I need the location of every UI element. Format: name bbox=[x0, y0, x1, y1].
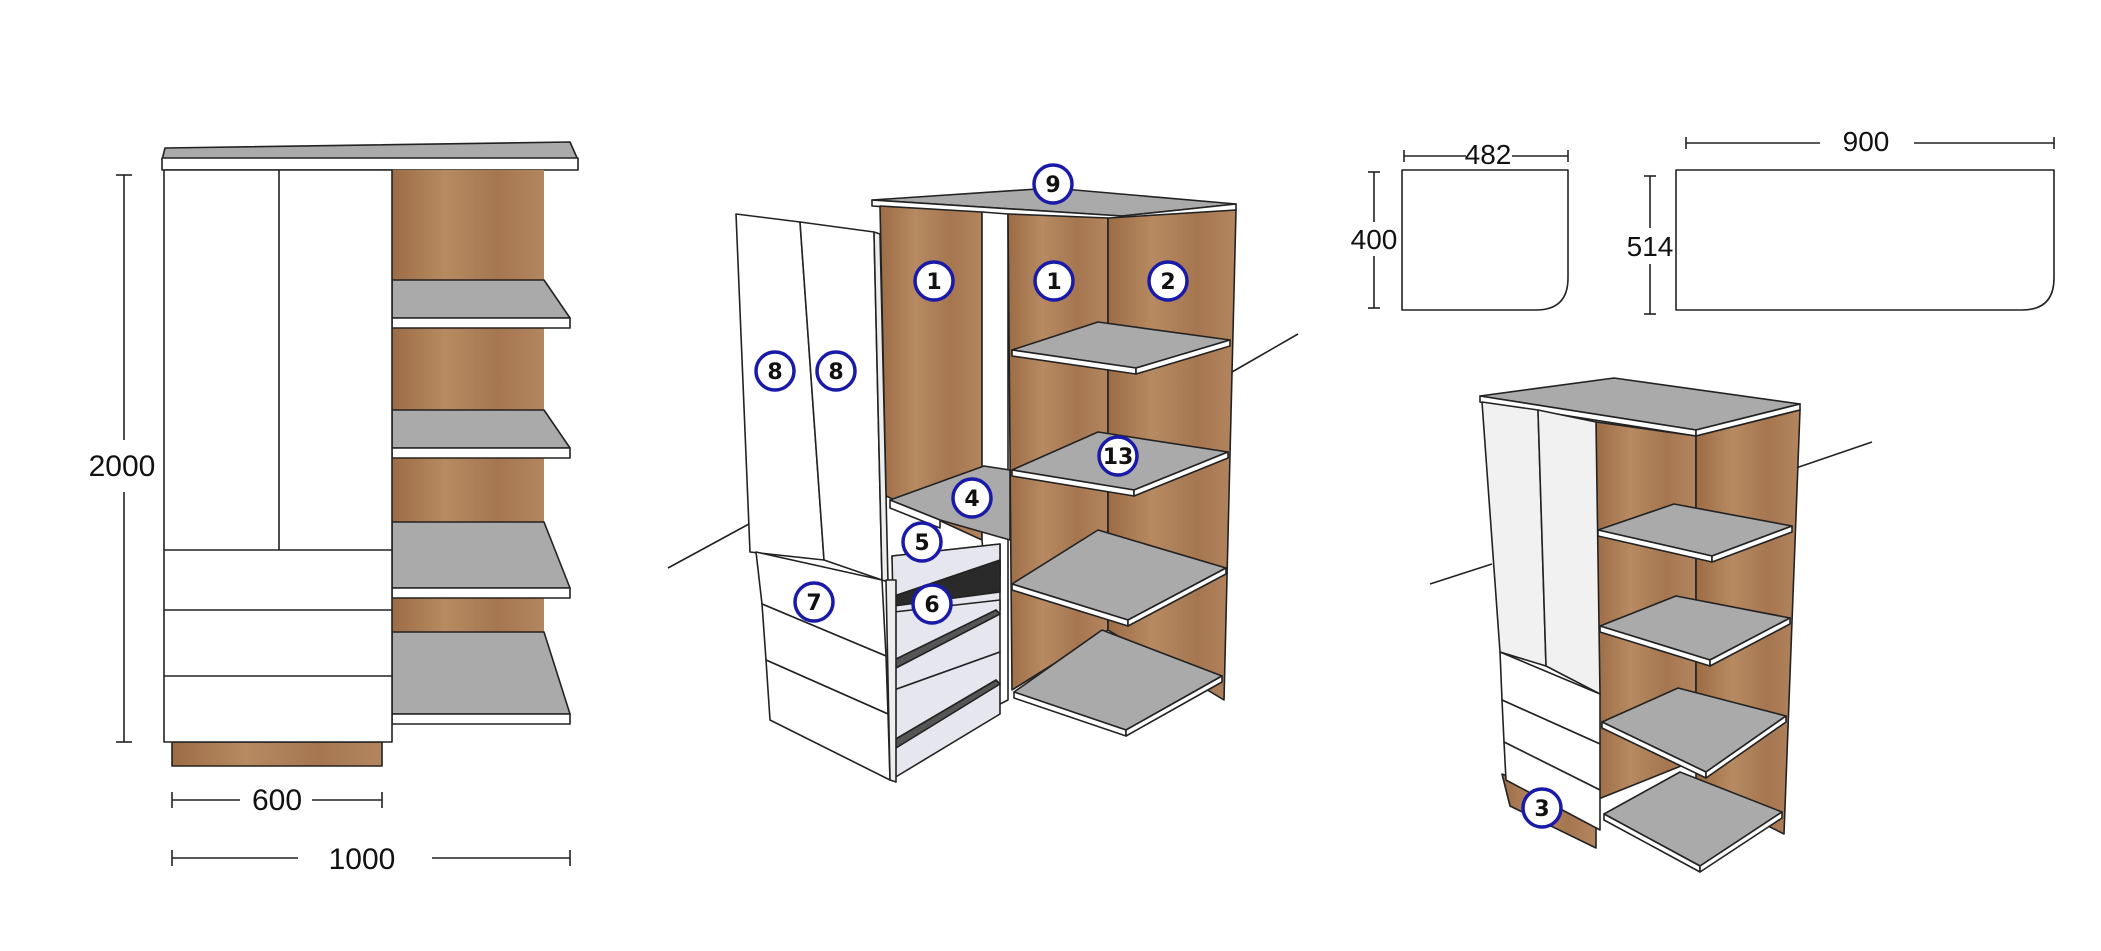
top-panel-left-depth: 400 bbox=[1351, 224, 1398, 255]
svg-text:4: 4 bbox=[964, 487, 979, 512]
part-badges: 9 1 1 2 8 8 13 4 bbox=[754, 163, 1563, 829]
badge-13: 13 bbox=[1097, 435, 1139, 477]
badge-1-left: 1 bbox=[913, 260, 955, 302]
badge-1-right: 1 bbox=[1033, 260, 1075, 302]
guide-line-left bbox=[667, 517, 761, 569]
svg-text:9: 9 bbox=[1045, 173, 1060, 198]
front-plinth bbox=[171, 741, 383, 767]
front-wardrobe-body bbox=[163, 169, 393, 743]
svg-text:6: 6 bbox=[924, 593, 939, 618]
front-view: 2000 600 1000 bbox=[89, 141, 579, 876]
assembled-view bbox=[1429, 377, 1873, 873]
top-panel-right: 900 514 bbox=[1627, 126, 2055, 315]
svg-text:7: 7 bbox=[806, 591, 821, 616]
svg-text:8: 8 bbox=[767, 360, 782, 385]
guide-line-assembled-right bbox=[1795, 441, 1873, 469]
svg-text:2: 2 bbox=[1160, 270, 1175, 295]
total-width-dimension: 1000 bbox=[171, 843, 571, 876]
top-panel-right-depth: 514 bbox=[1627, 231, 1674, 262]
center-drawer-boxes bbox=[891, 543, 1001, 779]
guide-line-assembled-left bbox=[1429, 563, 1493, 585]
front-shelves bbox=[391, 279, 571, 725]
svg-text:5: 5 bbox=[914, 531, 929, 556]
badge-7: 7 bbox=[793, 581, 835, 623]
top-panel-right-width: 900 bbox=[1843, 126, 1890, 157]
svg-text:3: 3 bbox=[1534, 797, 1549, 822]
svg-text:1: 1 bbox=[1046, 270, 1061, 295]
svg-text:13: 13 bbox=[1103, 445, 1134, 470]
badge-2: 2 bbox=[1147, 260, 1189, 302]
badge-3: 3 bbox=[1521, 787, 1563, 829]
height-label: 2000 bbox=[89, 450, 156, 483]
inner-width-dimension: 600 bbox=[171, 784, 383, 817]
badge-8-left: 8 bbox=[754, 350, 796, 392]
total-width-label: 1000 bbox=[329, 843, 396, 876]
badge-4: 4 bbox=[951, 477, 993, 519]
badge-5: 5 bbox=[901, 521, 943, 563]
inner-width-label: 600 bbox=[252, 784, 302, 817]
top-panel-drawings: 482 400 900 514 bbox=[1351, 126, 2055, 315]
front-top-edge bbox=[161, 157, 579, 171]
top-panel-left-width: 482 bbox=[1465, 139, 1512, 170]
svg-text:8: 8 bbox=[828, 360, 843, 385]
center-doors bbox=[735, 213, 897, 783]
top-panel-left: 482 400 bbox=[1351, 139, 1569, 311]
svg-text:1: 1 bbox=[926, 270, 941, 295]
badge-8-right: 8 bbox=[815, 350, 857, 392]
guide-line-right bbox=[1231, 333, 1299, 373]
center-right-shelves bbox=[1011, 321, 1231, 737]
assembled-shelves bbox=[1597, 503, 1793, 873]
badge-9: 9 bbox=[1032, 163, 1074, 205]
height-dimension: 2000 bbox=[89, 174, 156, 743]
badge-6: 6 bbox=[911, 583, 953, 625]
